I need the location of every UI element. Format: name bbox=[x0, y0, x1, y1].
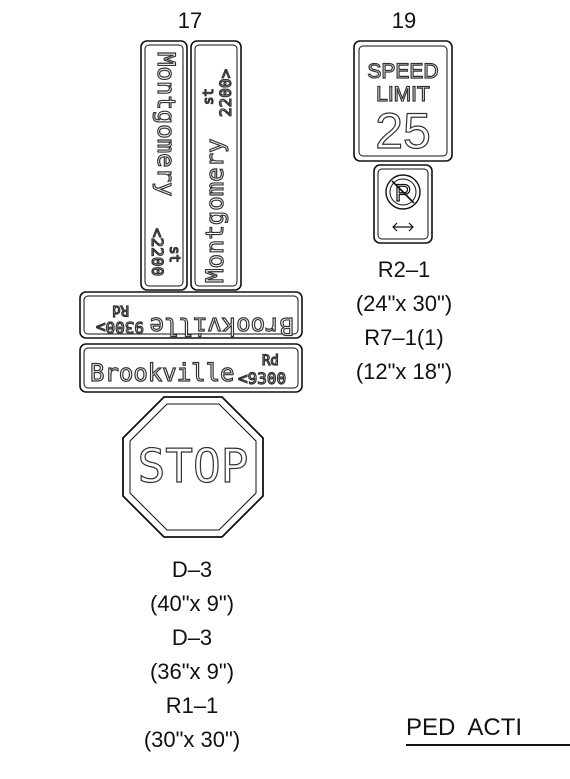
label-r2-1: R2–1 bbox=[378, 257, 431, 282]
blade-2-name: Montgomery bbox=[201, 139, 229, 284]
stop-text: STOP bbox=[138, 439, 249, 493]
label-r1-1-size: (30"x 30") bbox=[144, 727, 240, 752]
street-blade-brookville-top: Brookville Rd 9300> bbox=[79, 291, 303, 341]
blade-3-suffix: Rd bbox=[112, 302, 129, 318]
blade-3-range: 9300> bbox=[96, 318, 144, 337]
speed-limit-sign: SPEED LIMIT 25 bbox=[353, 40, 453, 162]
label-d3-1-size: (40"x 9") bbox=[150, 591, 234, 616]
blade-1-suffix: st bbox=[166, 246, 182, 263]
speed-value: 25 bbox=[375, 103, 431, 159]
no-parking-sign: P bbox=[373, 164, 433, 244]
label-r7-1-size: (12"x 18") bbox=[356, 359, 452, 384]
speed-line-1: SPEED bbox=[367, 60, 438, 83]
label-d3-2-size: (36"x 9") bbox=[150, 659, 234, 684]
blade-3-name: Brookville bbox=[150, 312, 295, 340]
ped-label: PED ACTI bbox=[406, 714, 522, 741]
label-r2-1-size: (24"x 30") bbox=[356, 291, 452, 316]
speed-line-2: LIMIT bbox=[376, 83, 430, 106]
street-blade-montgomery-2: Montgomery st 2200> bbox=[190, 40, 242, 291]
blade-4-suffix: Rd bbox=[262, 353, 279, 369]
blade-2-range: 2200> bbox=[216, 69, 235, 117]
blade-4-range: <9300 bbox=[238, 369, 286, 388]
stop-sign: STOP bbox=[122, 396, 264, 538]
blade-2-suffix: st bbox=[201, 88, 217, 105]
no-parking-icon: P bbox=[385, 174, 421, 210]
sign-number-17: 17 bbox=[178, 8, 202, 33]
label-d3-2: D–3 bbox=[172, 625, 212, 650]
sign-number-19: 19 bbox=[392, 8, 416, 33]
svg-text:P: P bbox=[395, 180, 411, 207]
double-arrow-icon bbox=[392, 222, 414, 232]
label-r1-1: R1–1 bbox=[166, 693, 219, 718]
blade-4-name: Brookville bbox=[90, 359, 235, 387]
street-blade-montgomery-1: Montgomery st <2200 bbox=[140, 40, 188, 291]
blade-1-name: Montgomery bbox=[152, 52, 180, 197]
label-d3-1: D–3 bbox=[172, 557, 212, 582]
blade-1-range: <2200 bbox=[148, 228, 167, 276]
street-blade-brookville-bottom: Brookville Rd <9300 bbox=[79, 343, 303, 393]
right-sign-labels: R2–1 (24"x 30") R7–1(1) (12"x 18") bbox=[356, 257, 452, 384]
label-r7-1: R7–1(1) bbox=[364, 325, 443, 350]
left-sign-labels: D–3 (40"x 9") D–3 (36"x 9") R1–1 (30"x 3… bbox=[144, 557, 240, 752]
